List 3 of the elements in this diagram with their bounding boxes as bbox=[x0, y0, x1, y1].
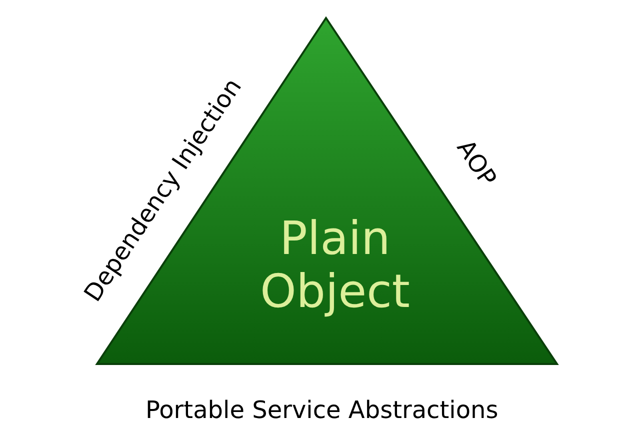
base-label: Portable Service Abstractions bbox=[146, 396, 498, 424]
side-label: AOP bbox=[450, 134, 502, 192]
triangle-text: Plain Object bbox=[259, 212, 411, 318]
